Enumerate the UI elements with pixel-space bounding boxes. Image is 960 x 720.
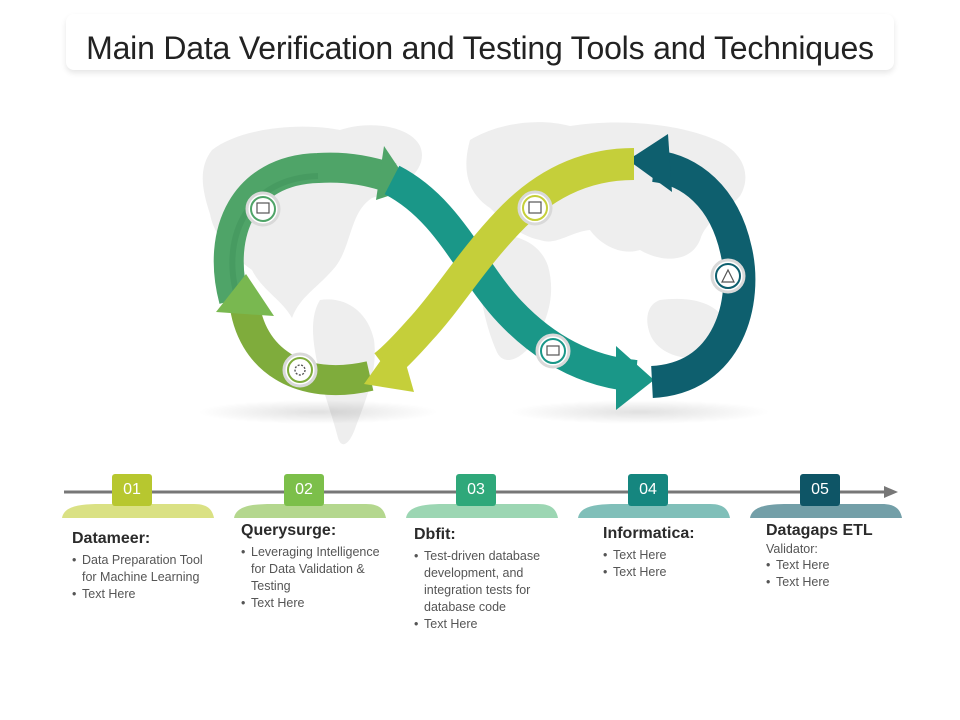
- step-bullets: Leveraging Intelligence for Data Validat…: [241, 544, 401, 612]
- step-5-text: Datagaps ETL Validator: Text Here Text H…: [766, 522, 926, 591]
- step-subheading: Validator:: [766, 542, 818, 556]
- bullet-item: Text Here: [766, 574, 926, 591]
- step-badge-01: 01: [112, 474, 152, 506]
- bullet-item: Text Here: [414, 616, 574, 633]
- right-loop-shadow: [510, 400, 770, 424]
- icon-circle-1: [245, 191, 281, 227]
- bullet-item: Text Here: [603, 547, 763, 564]
- step-caps: [62, 504, 902, 518]
- dashboard-icon: [528, 201, 542, 214]
- step-bullets: Test-driven database development, and in…: [414, 548, 574, 633]
- bullet-item: Test-driven database development, and in…: [414, 548, 554, 616]
- step-heading: Datagaps ETL: [766, 522, 873, 539]
- bullet-item: Text Here: [241, 595, 401, 612]
- page-title: Main Data Verification and Testing Tools…: [86, 30, 874, 66]
- step-bullets: Data Preparation Tool for Machine Learni…: [72, 552, 232, 603]
- step-heading: Dbfit:: [414, 526, 456, 543]
- arrow-segment-lime-cross: [364, 148, 635, 392]
- step-bullets: Text Here Text Here: [603, 547, 763, 581]
- icon-circle-4: [535, 333, 571, 369]
- left-loop-shadow: [198, 400, 438, 424]
- gear-settings-icon: [294, 364, 306, 376]
- bullet-item: Text Here: [766, 557, 926, 574]
- step-badge-03: 03: [456, 474, 496, 506]
- step-badge-04: 04: [628, 474, 668, 506]
- step-badge-05: 05: [800, 474, 840, 506]
- title-banner: Main Data Verification and Testing Tools…: [66, 14, 894, 70]
- presentation-icon: [546, 345, 560, 356]
- bullet-item: Text Here: [72, 586, 232, 603]
- step-3-text: Dbfit: Test-driven database development,…: [414, 526, 574, 633]
- step-1-text: Datameer: Data Preparation Tool for Mach…: [72, 530, 232, 603]
- step-heading: Datameer:: [72, 530, 151, 547]
- step-heading: Querysurge:: [241, 522, 337, 539]
- step-badge-02: 02: [284, 474, 324, 506]
- icon-circle-5: [710, 258, 746, 294]
- arrow-segment-right-loop: [628, 134, 756, 398]
- network-icon: [721, 268, 735, 283]
- step-4-text: Informatica: Text Here Text Here: [603, 525, 763, 581]
- monitor-chart-icon: [256, 202, 270, 214]
- icon-circle-2: [282, 352, 318, 388]
- arrow-segment-teal-cross: [384, 165, 654, 410]
- icon-circle-3: [517, 190, 553, 226]
- bullet-item: Leveraging Intelligence for Data Validat…: [241, 544, 387, 595]
- bullet-item: Text Here: [603, 564, 763, 581]
- step-bullets: Text Here Text Here: [766, 557, 926, 591]
- step-2-text: Querysurge: Leveraging Intelligence for …: [241, 522, 401, 612]
- bullet-item: Data Preparation Tool for Machine Learni…: [72, 552, 212, 586]
- step-heading: Informatica:: [603, 525, 695, 542]
